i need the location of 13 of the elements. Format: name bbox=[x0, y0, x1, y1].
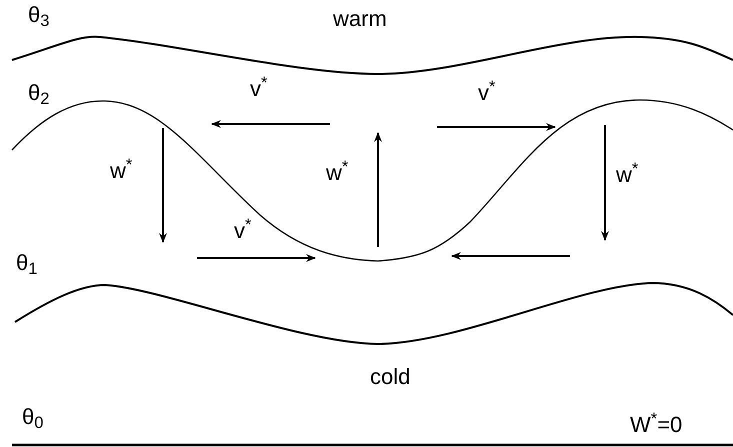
annotation-label: W$^{*}$=0 bbox=[630, 414, 682, 436]
annotation-label: θ$_{0}$ bbox=[22, 406, 44, 428]
annotation-label: θ$_{2}$ bbox=[28, 82, 50, 104]
annotation-label: v$^{*}$ bbox=[234, 220, 252, 242]
annotation-label: warm bbox=[333, 8, 387, 30]
annotation-label: θ$_{1}$ bbox=[16, 252, 38, 274]
annotation-label: w$^{*}$ bbox=[110, 160, 132, 182]
annotation-label: w$^{*}$ bbox=[616, 164, 638, 186]
annotation-label: v$^{*}$ bbox=[478, 82, 496, 104]
annotation-label: w$^{*}$ bbox=[326, 162, 348, 184]
annotation-label: cold bbox=[370, 366, 410, 388]
annotation-label: θ$_{3}$ bbox=[28, 4, 50, 26]
annotation-label: v$^{*}$ bbox=[250, 78, 268, 100]
